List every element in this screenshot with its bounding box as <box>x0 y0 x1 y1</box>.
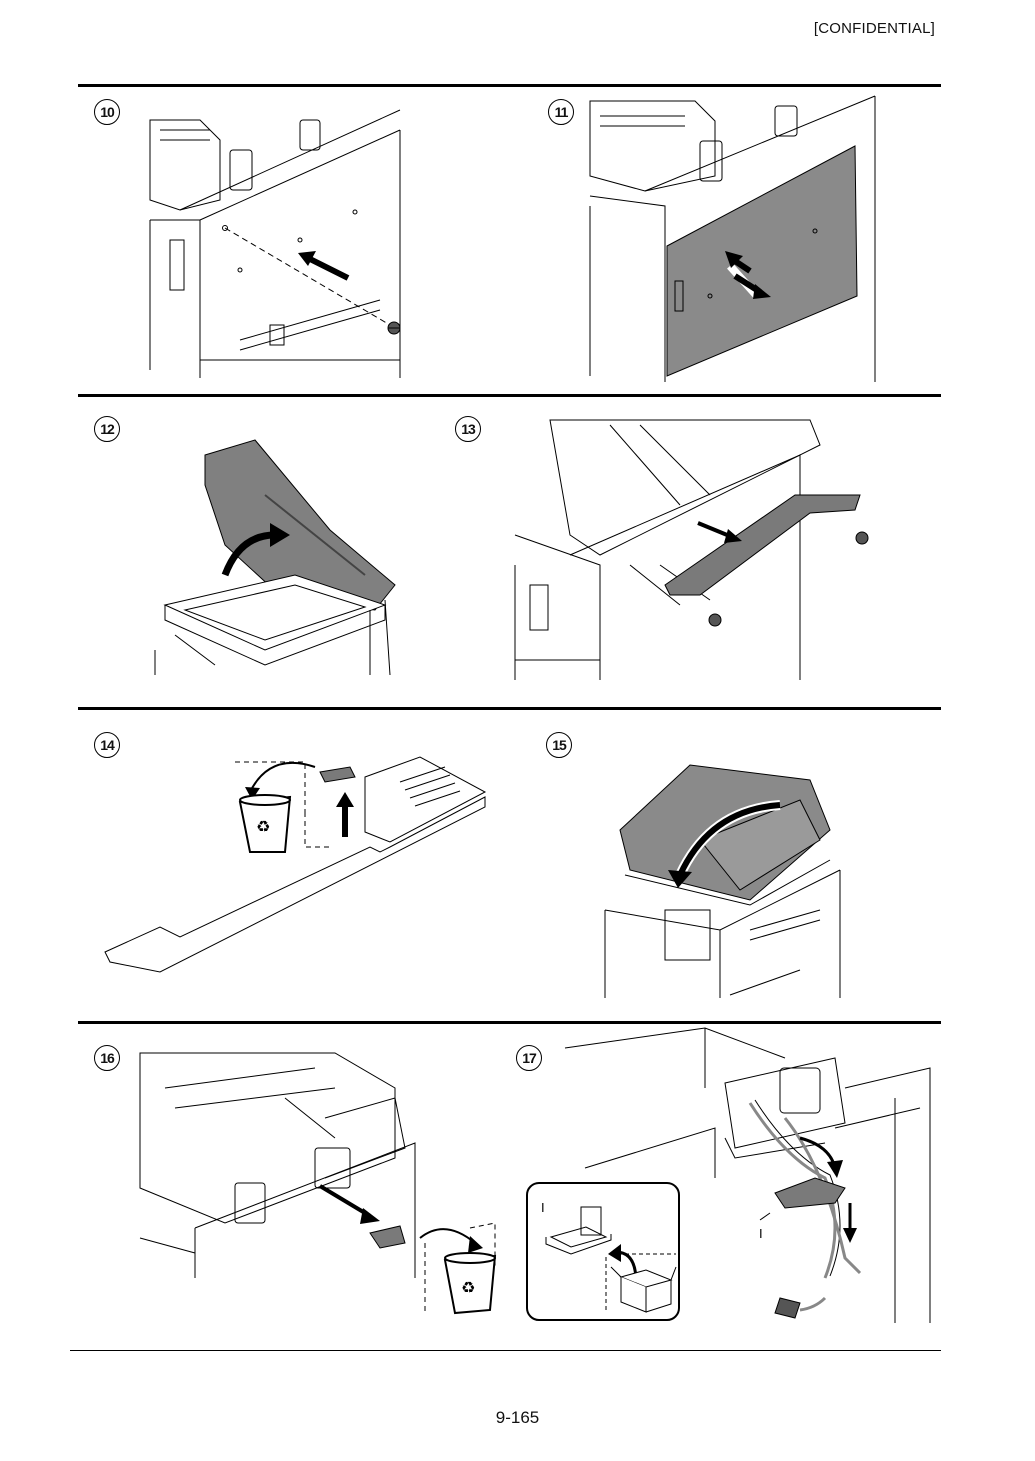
step-17-illustration: I <box>564 1027 931 1323</box>
step-number-10: 10 <box>94 99 120 125</box>
step-13-illustration <box>514 419 869 680</box>
screw-icon <box>708 613 722 627</box>
parts-box-icon <box>610 1266 677 1313</box>
side-cover-panel <box>666 145 858 377</box>
step-17-inset: I <box>526 1182 680 1321</box>
screw-icon <box>855 531 869 545</box>
removed-cap-part <box>319 766 356 783</box>
step-10-illustration <box>149 109 401 378</box>
step-16-illustration: ♻ <box>139 1052 497 1315</box>
step-11-illustration <box>589 95 876 382</box>
step-number-15: 15 <box>546 732 572 758</box>
step-15-illustration <box>604 764 841 998</box>
step-number-16: 16 <box>94 1045 120 1071</box>
page-number: 9-165 <box>495 1408 540 1427</box>
step-number-14: 14 <box>94 732 120 758</box>
recycle-bin-icon: ♻ <box>238 794 292 853</box>
removed-cover-part <box>369 1225 406 1249</box>
arrow-icon <box>306 255 350 281</box>
arrow-icon <box>725 251 771 299</box>
section-divider <box>78 84 941 87</box>
step-number-12: 12 <box>94 416 120 442</box>
confidential-label: [CONFIDENTIAL] <box>813 20 935 37</box>
cable-guide-part <box>774 1177 846 1209</box>
step-number-17: 17 <box>516 1045 542 1071</box>
step-number-13: 13 <box>455 416 481 442</box>
screw-icon <box>387 321 401 335</box>
section-divider <box>78 394 941 397</box>
arrow-icon <box>336 792 354 837</box>
arrow-icon <box>697 521 733 539</box>
arrow-icon <box>318 1184 380 1224</box>
step-14-illustration: ♻ <box>104 756 487 973</box>
arrow-icon <box>668 800 781 888</box>
connector-part <box>774 1297 801 1319</box>
step-12-illustration <box>154 439 396 676</box>
footer-divider <box>70 1350 941 1351</box>
svg-text:♻: ♻ <box>461 1278 475 1297</box>
top-cover-part <box>664 494 861 596</box>
step-number-11: 11 <box>548 99 574 125</box>
inset-part-label: I <box>541 1200 545 1215</box>
arrow-icon <box>221 523 290 577</box>
recycle-bin-icon: ♻ <box>443 1252 497 1315</box>
section-divider <box>78 707 941 710</box>
arrow-icon <box>799 1136 857 1243</box>
svg-text:♻: ♻ <box>256 817 270 836</box>
callout-label: I <box>759 1226 763 1241</box>
section-divider <box>78 1021 941 1024</box>
